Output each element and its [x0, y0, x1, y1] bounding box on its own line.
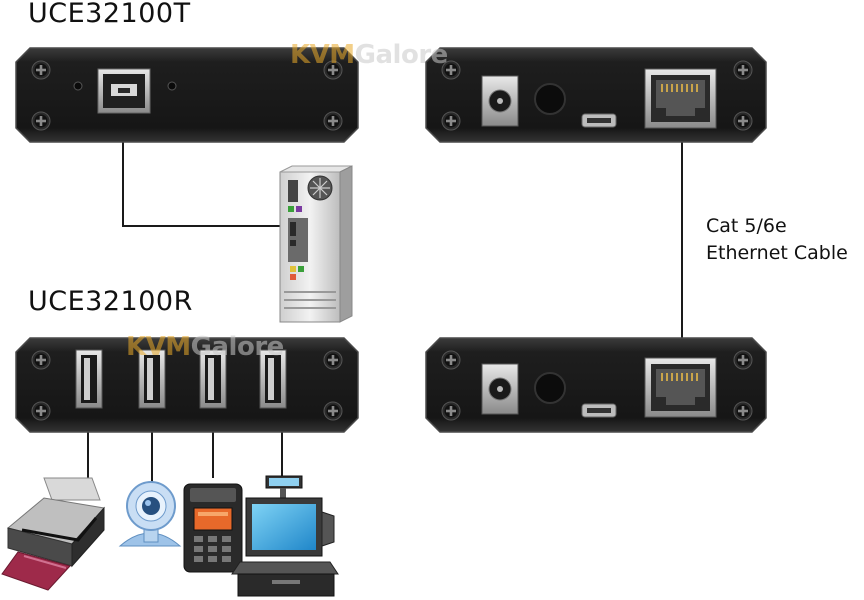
watermark-part2: Galore: [190, 332, 285, 362]
card-terminal-icon: [183, 483, 243, 573]
led-button-bottom: [534, 372, 566, 404]
cable-label-line1: Cat 5/6e: [706, 215, 787, 237]
receiver-device: [15, 337, 359, 433]
usb-a-port-1: [75, 349, 103, 409]
transmitter-device: [15, 47, 359, 143]
watermark-part1: KVM: [290, 40, 355, 70]
printer-icon: [1, 477, 105, 591]
transmitter-label: UCE32100T: [28, 0, 191, 29]
power-jack-bottom: [481, 363, 519, 415]
usb-cable-line: [122, 142, 283, 227]
usb-a-port-2: [138, 349, 166, 409]
watermark-part1: KVM: [126, 332, 191, 362]
usb-b-port: [97, 68, 151, 114]
watermark-top: KVMGalore: [290, 40, 448, 70]
receiver-label: UCE32100R: [28, 286, 193, 317]
cable-lines: [87, 142, 683, 488]
remote-unit-bottom: [425, 337, 767, 433]
power-jack: [481, 75, 519, 127]
cable-label-line2: Ethernet Cable: [706, 242, 848, 264]
led-button: [534, 83, 566, 115]
pos-terminal-icon: [231, 475, 339, 597]
watermark-bottom: KVMGalore: [126, 332, 284, 362]
rj45-port: [644, 68, 717, 129]
remote-unit-top: [425, 47, 767, 143]
rj45-port-bottom: [644, 357, 717, 418]
desktop-tower-icon: [279, 165, 353, 323]
micro-usb-port-bottom: [581, 403, 617, 418]
watermark-part2: Galore: [354, 40, 449, 70]
usb-a-port-3: [199, 349, 227, 409]
micro-usb-port: [581, 113, 617, 128]
webcam-icon: [118, 481, 182, 547]
usb-a-port-4: [259, 349, 287, 409]
